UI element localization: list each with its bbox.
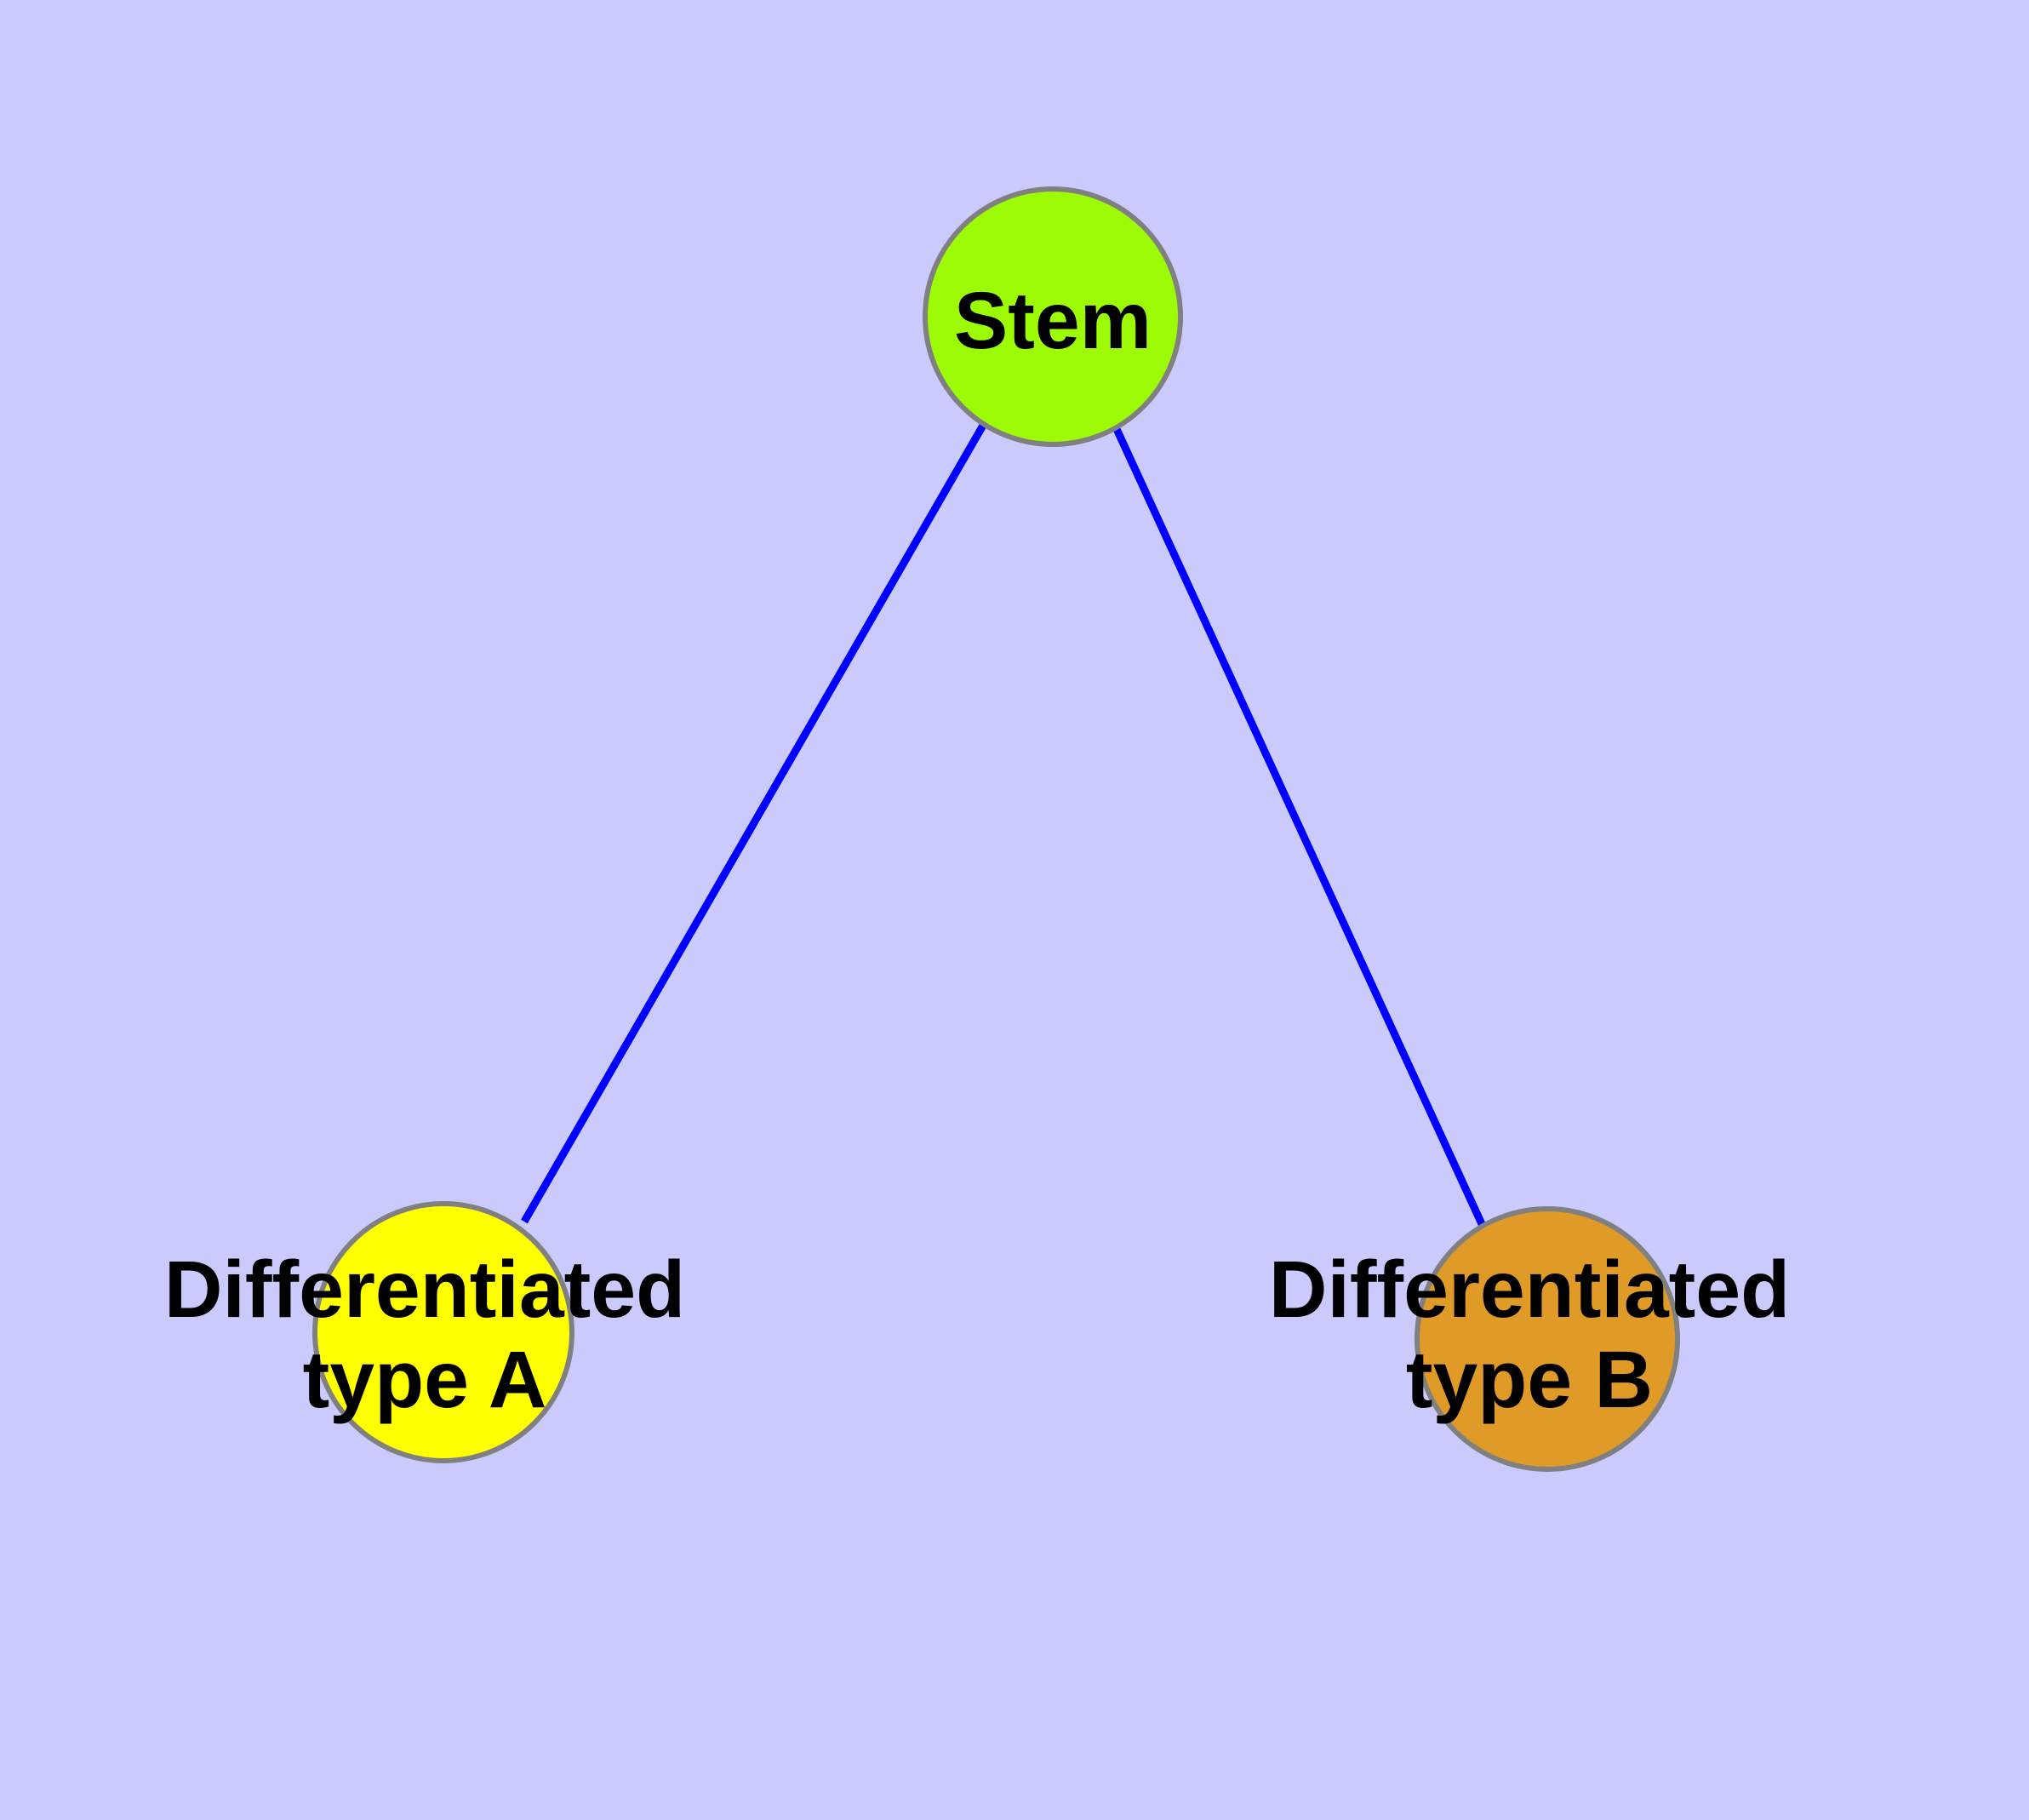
edge-stem-to-differentiated-a[interactable]	[521, 421, 987, 1224]
node-label-line: type A	[303, 1335, 547, 1425]
nodes-group	[312, 186, 1680, 1472]
node-label-stem: Stem	[954, 276, 1152, 366]
node-differentiated-type-a[interactable]	[312, 1201, 574, 1463]
edge-stem-to-differentiated-b[interactable]	[1112, 427, 1487, 1228]
node-label-line: Differentiated	[1269, 1245, 1790, 1335]
node-label-line: Differentiated	[164, 1245, 685, 1335]
node-label-line: Stem	[954, 276, 1152, 366]
edges-group	[521, 421, 1487, 1228]
node-label-line: type B	[1406, 1335, 1653, 1425]
node-stem[interactable]	[923, 186, 1183, 447]
node-differentiated-type-b[interactable]	[1415, 1206, 1680, 1472]
